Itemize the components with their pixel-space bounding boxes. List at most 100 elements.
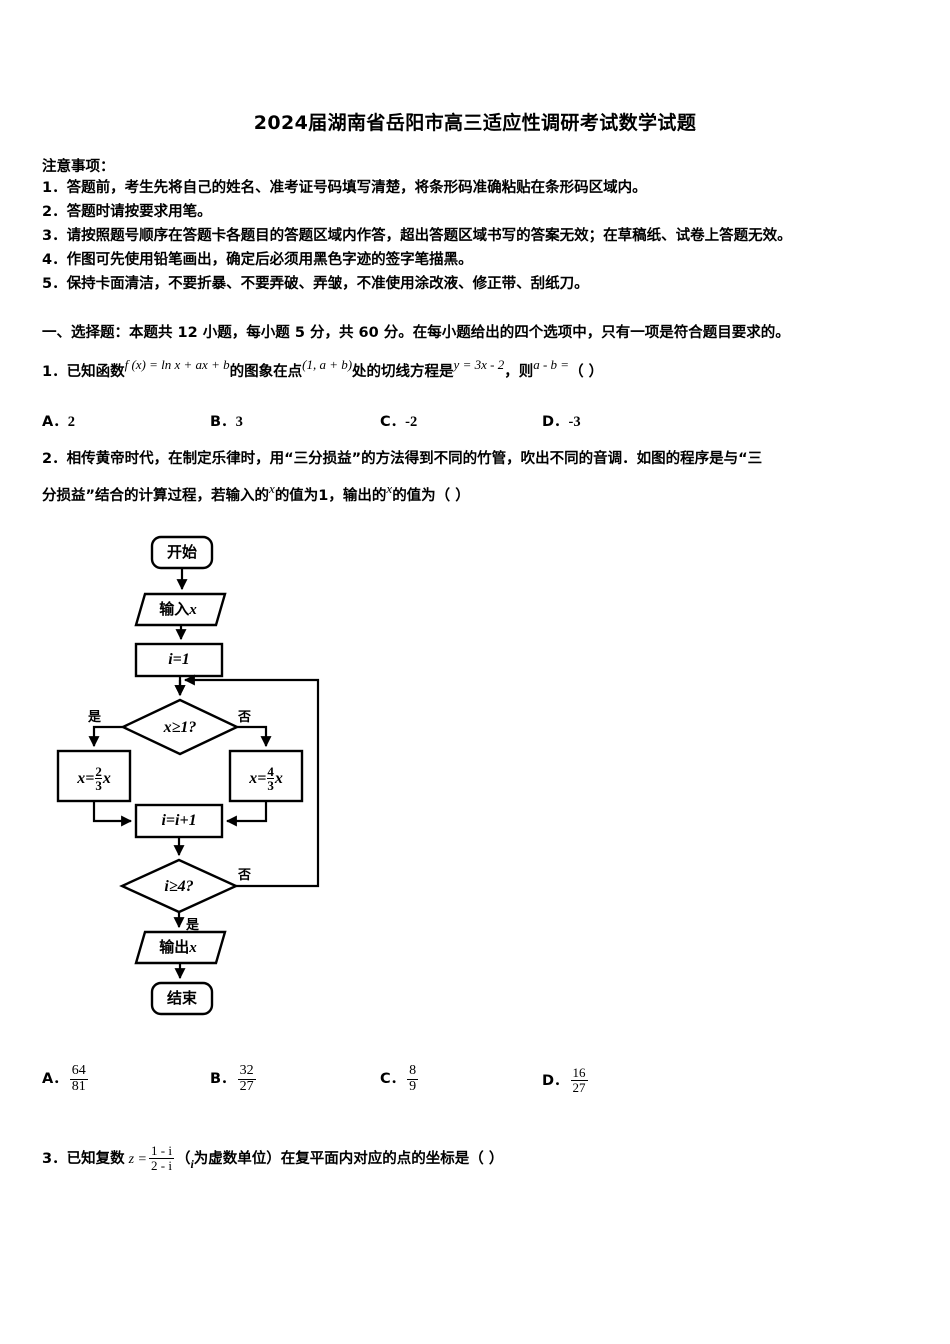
section-heading: 一、选择题：本题共 12 小题，每小题 5 分，共 60 分。在每小题给出的四个… bbox=[42, 325, 790, 341]
option-d-label: D． bbox=[542, 414, 569, 430]
notice-item: 5．保持卡面清洁，不要折暴、不要弄破、弄皱，不准使用涂改液、修正带、刮纸刀。 bbox=[42, 276, 589, 292]
flowchart-edge-label-no-2: 否 bbox=[238, 868, 252, 883]
flowchart-node-input-var: x bbox=[189, 602, 197, 618]
option-a-value: 2 bbox=[67, 414, 75, 430]
flowchart-node-input-text: 输入 bbox=[159, 600, 190, 618]
notice-item: 2．答题时请按要求用笔。 bbox=[42, 204, 212, 220]
question-1-text-part-1: 已知函数 bbox=[66, 364, 125, 380]
shape-cond1 bbox=[120, 698, 240, 756]
flowchart-node-input: 输入x bbox=[136, 602, 220, 618]
option-d-label: D． bbox=[542, 1073, 569, 1090]
edge-cond2-no-loopback bbox=[183, 674, 320, 888]
flowchart-node-output-text: 输出 bbox=[159, 938, 190, 956]
question-2-variable-x-2: x bbox=[386, 481, 393, 496]
edge-cond1-no bbox=[237, 725, 272, 748]
option-b[interactable]: B．3 bbox=[210, 410, 243, 431]
flowchart-node-output-var: x bbox=[189, 940, 197, 956]
question-3-text-a: 已知复数 bbox=[66, 1151, 125, 1168]
question-1-number: 1． bbox=[42, 364, 67, 380]
question-1-formula-3: y = 3x - 2 bbox=[453, 357, 505, 372]
question-3-paren-open: （ bbox=[175, 1151, 191, 1168]
question-1-formula-2: (1, a + b) bbox=[302, 357, 353, 372]
notice-item: 4．作图可先使用铅笔画出，确定后必须用黑色字迹的签字笔描黑。 bbox=[42, 252, 473, 268]
question-2-line-2: 分损益”结合的计算过程，若输入的x的值为1，输出的x的值为（ ） bbox=[42, 481, 470, 505]
option-d-numerator: 16 bbox=[572, 1065, 586, 1080]
option-b-value: 3 bbox=[235, 414, 243, 430]
flowchart-assign-left-numerator: 2 bbox=[95, 764, 102, 779]
flowchart-assign-left-suffix: x bbox=[102, 769, 111, 787]
option-c-numerator: 8 bbox=[409, 1063, 417, 1078]
option-b-numerator: 32 bbox=[239, 1063, 254, 1078]
flowchart-assign-left-prefix: x= bbox=[77, 769, 95, 787]
option-a-numerator: 64 bbox=[71, 1063, 86, 1078]
question-1-answer-paren: （ ） bbox=[569, 364, 604, 380]
flowchart-node-cond2: i≥4? bbox=[164, 878, 194, 895]
flowchart-node-increment: i=i+1 bbox=[161, 812, 197, 829]
flowchart-edge-label-yes-2: 是 bbox=[186, 918, 200, 933]
question-1: 1．已知函数f (x) = ln x + ax + b的图象在点(1, a + … bbox=[42, 357, 604, 381]
question-3-text-b: 为虚数单位）在复平面内对应的点的坐标是（ ） bbox=[193, 1151, 504, 1168]
edge-cond1-yes bbox=[88, 725, 123, 748]
question-2-text-line-2a: 分损益”结合的计算过程，若输入的 bbox=[42, 488, 270, 504]
option-c-label: C． bbox=[380, 1071, 406, 1088]
notice-list: 1．答题前，考生先将自己的姓名、准考证号码填写清楚，将条形码准确粘贴在条形码区域… bbox=[42, 176, 922, 296]
shape-end bbox=[150, 981, 214, 1016]
shape-output bbox=[134, 930, 227, 965]
question-1-text-part-3: 处的切线方程是 bbox=[352, 364, 454, 380]
option-c-value: -2 bbox=[405, 414, 418, 430]
notice-item: 1．答题前，考生先将自己的姓名、准考证号码填写清楚，将条形码准确粘贴在条形码区域… bbox=[42, 180, 647, 196]
option-c[interactable]: C．-2 bbox=[380, 410, 417, 431]
flowchart-node-cond1: x≥1? bbox=[163, 719, 197, 736]
question-3-z-numerator: 1 - i bbox=[151, 1143, 172, 1158]
page-title: 2024届湖南省岳阳市高三适应性调研考试数学试题 bbox=[253, 112, 697, 134]
question-1-text-part-4: ，则 bbox=[504, 364, 534, 380]
option-d[interactable]: D．-3 bbox=[542, 410, 581, 431]
flowchart-assign-right-prefix: x= bbox=[249, 769, 267, 787]
question-3-z-lhs: z = bbox=[128, 1152, 147, 1168]
option-d-denominator: 27 bbox=[570, 1079, 588, 1095]
flowchart-assign-right-numerator: 4 bbox=[267, 764, 274, 779]
option-a-label: A． bbox=[42, 1071, 68, 1088]
option-b-label: B． bbox=[210, 1071, 236, 1088]
option-c-label: C． bbox=[380, 414, 406, 430]
flowchart-edge-label-no-1: 否 bbox=[238, 710, 252, 725]
option-a-denominator: 81 bbox=[69, 1078, 88, 1094]
edge-left-to-increment bbox=[92, 801, 133, 827]
option-a[interactable]: A．2 bbox=[42, 410, 75, 431]
option-b-denominator: 27 bbox=[237, 1078, 256, 1094]
flowchart-node-init: i=1 bbox=[168, 651, 190, 668]
question-3-imaginary-unit: i bbox=[190, 1157, 194, 1172]
question-3-number: 3． bbox=[42, 1151, 67, 1168]
shape-input bbox=[134, 592, 227, 627]
flowchart-assign-left-denominator: 3 bbox=[95, 778, 102, 793]
question-1-formula-1: f (x) = ln x + ax + b bbox=[124, 357, 230, 372]
question-1-options: A．2 B．3 C．-2 D．-3 bbox=[42, 410, 942, 440]
flowchart-node-end: 结束 bbox=[166, 989, 197, 1007]
notice-item: 3．请按照题号顺序在答题卡各题目的答题区域内作答，超出答题区域书写的答案无效；在… bbox=[42, 228, 792, 244]
option-d-value: -3 bbox=[568, 414, 581, 430]
question-2-text-line-2c: 的值为（ ） bbox=[392, 488, 470, 504]
question-2-text-line-2b: 的值为1，输出的 bbox=[274, 488, 387, 504]
flowchart-svg bbox=[56, 535, 320, 1016]
option-c-denominator: 9 bbox=[407, 1078, 419, 1094]
flowchart-assign-right-suffix: x bbox=[274, 769, 283, 787]
edge-right-to-increment bbox=[225, 801, 268, 827]
question-2-variable-x-1: x bbox=[269, 481, 275, 496]
flowchart-assign-right-denominator: 3 bbox=[267, 778, 274, 793]
